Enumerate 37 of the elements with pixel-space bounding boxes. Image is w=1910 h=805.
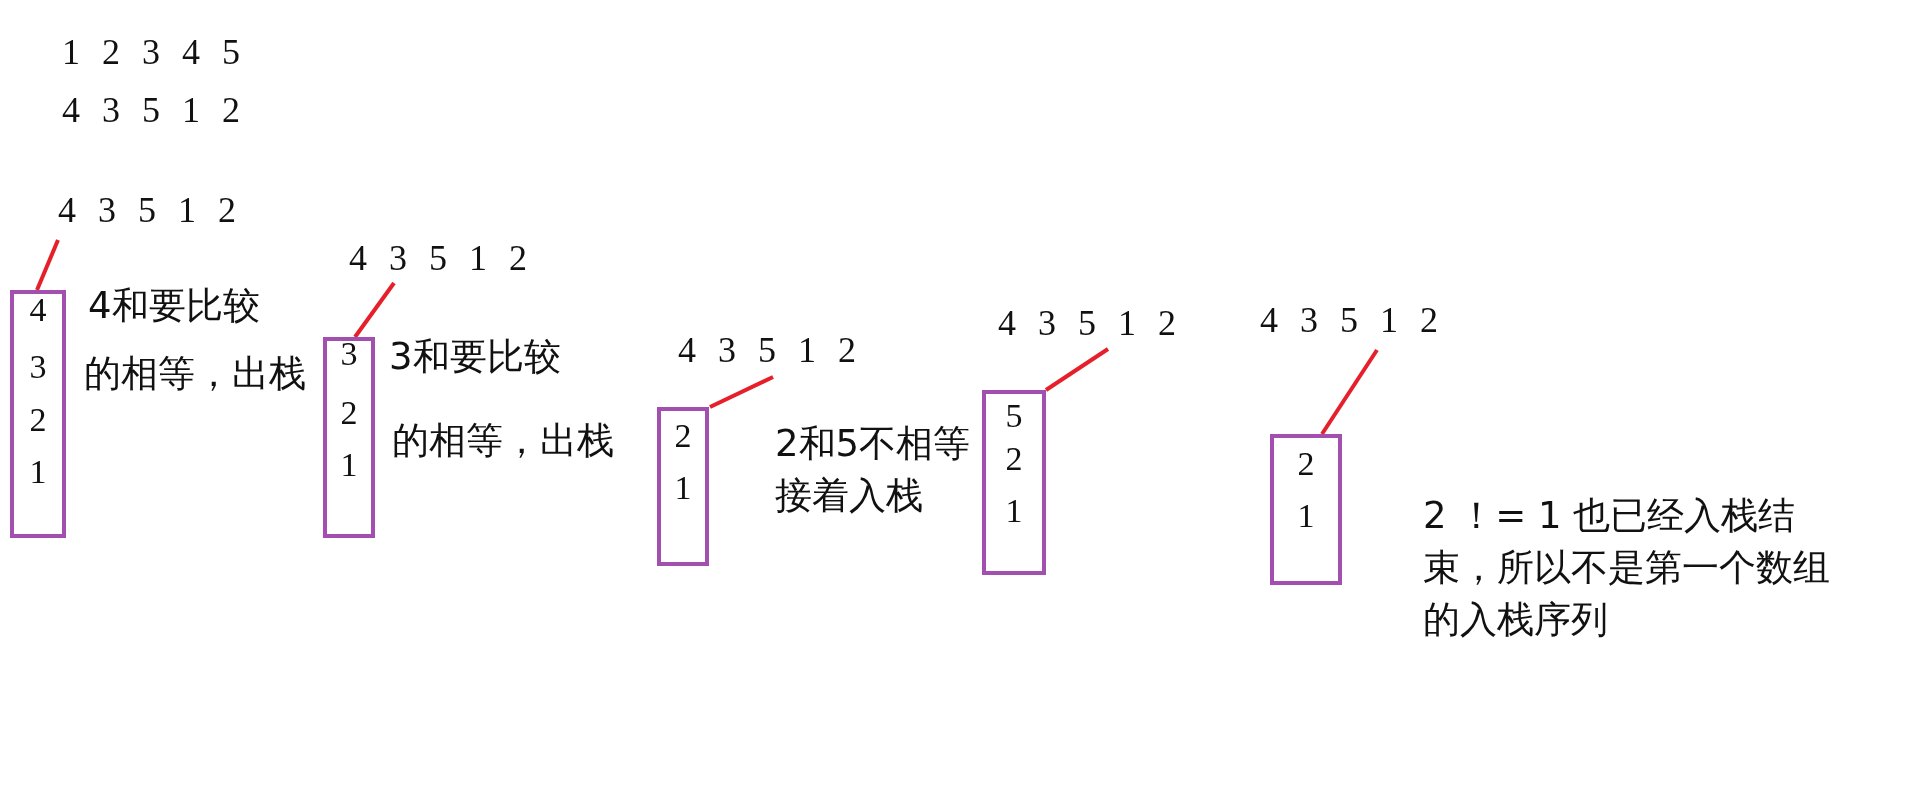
stack-item: 5 (1004, 396, 1024, 436)
stack-item: 4 (28, 290, 48, 330)
number-sequence: 4 3 5 1 2 (998, 297, 1176, 349)
note-text: 4和要比较 (88, 283, 260, 329)
stack-box (1270, 434, 1342, 585)
number-sequence: 4 3 5 1 2 (58, 180, 236, 240)
stack-item: 1 (1296, 496, 1316, 536)
note-text: 3和要比较 (389, 334, 561, 380)
note-text: 的相等，出栈 (84, 351, 306, 397)
stack-box (10, 290, 66, 538)
number-sequence: 1 2 3 4 5 (62, 31, 240, 74)
leader-line (709, 375, 774, 409)
stack-box (657, 407, 709, 566)
stack-box (982, 390, 1046, 575)
leader-line (35, 239, 60, 291)
stack-item: 2 (1004, 439, 1024, 479)
stack-item: 1 (1004, 491, 1024, 531)
number-sequence: 4 3 5 1 2 (62, 89, 240, 132)
note-text: 2和5不相等接着入栈 (775, 421, 972, 519)
stack-item: 2 (1296, 444, 1316, 484)
stack-item: 3 (339, 334, 359, 374)
stack-item: 2 (28, 400, 48, 440)
stack-item: 2 (673, 416, 693, 456)
leader-line (353, 281, 396, 339)
stack-item: 2 (339, 393, 359, 433)
number-sequence: 4 3 5 1 2 (1260, 290, 1438, 350)
leader-line (1320, 348, 1379, 436)
stack-item: 3 (28, 347, 48, 387)
stack-item: 1 (339, 445, 359, 485)
note-text: 2 ！= 1 也已经入栈结束，所以不是第一个数组的入栈序列 (1423, 493, 1831, 643)
stack-box (323, 337, 375, 538)
note-text: 的相等，出栈 (392, 418, 614, 464)
leader-line (1044, 347, 1110, 392)
stack-item: 1 (28, 452, 48, 492)
number-sequence: 4 3 5 1 2 (678, 323, 856, 377)
number-sequence: 4 3 5 1 2 (349, 233, 527, 283)
stack-item: 1 (673, 468, 693, 508)
